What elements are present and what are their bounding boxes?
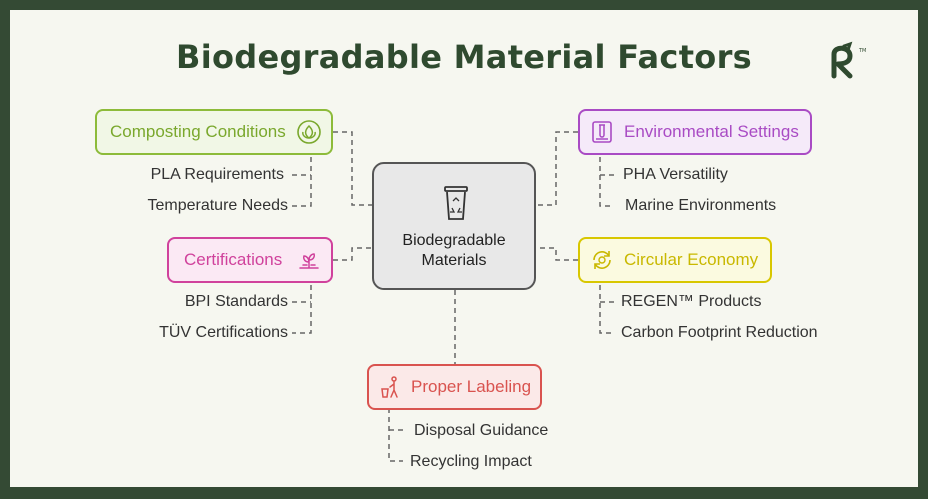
person-disposal-icon (381, 376, 398, 398)
link-environmental (536, 131, 578, 206)
link-composting (333, 131, 372, 206)
node-certifications: Certifications (167, 237, 333, 283)
cycle-arrows-icon (593, 251, 611, 269)
node-composting-conditions: Composting Conditions (95, 109, 333, 155)
node-proper-labeling: Proper Labeling (367, 364, 542, 410)
item-tuv-certifications: TÜV Certifications (159, 324, 288, 341)
link-circular-items (599, 276, 614, 334)
link-labeling-items (388, 408, 403, 462)
item-recycling-impact: Recycling Impact (410, 453, 532, 470)
recycle-bin-icon (444, 186, 468, 220)
test-tube-icon (592, 121, 612, 143)
node-composting-label: Composting Conditions (110, 122, 286, 141)
node-environmental-label: Environmental Settings (624, 122, 799, 141)
center-node: Biodegradable Materials (372, 162, 536, 290)
center-label-line1: Biodegradable (402, 232, 506, 249)
item-pha-versatility: PHA Versatility (623, 166, 728, 183)
page-title: Biodegradable Material Factors (176, 38, 752, 76)
svg-text:TM: TM (858, 48, 866, 54)
item-bpi-standards: BPI Standards (184, 293, 288, 310)
item-disposal-guidance: Disposal Guidance (414, 422, 549, 439)
link-circular (536, 247, 578, 261)
node-circular-economy: Circular Economy (578, 237, 772, 283)
node-environmental-settings: Environmental Settings (578, 109, 812, 155)
plant-sprout-icon (299, 253, 319, 269)
center-label-line2: Materials (421, 252, 487, 269)
brand-logo-icon: TM (831, 41, 866, 79)
item-temperature-needs: Temperature Needs (147, 197, 288, 214)
link-certifications-items (292, 276, 312, 334)
node-certifications-label: Certifications (184, 250, 283, 269)
item-regen-products: REGEN™ Products (621, 293, 762, 310)
leaf-icon (297, 120, 321, 144)
item-pla-requirements: PLA Requirements (150, 166, 284, 183)
node-circular-label: Circular Economy (624, 250, 759, 269)
link-composting-items (292, 148, 312, 207)
item-marine-environments: Marine Environments (625, 197, 777, 214)
node-labeling-label: Proper Labeling (411, 377, 532, 396)
link-certifications (333, 247, 372, 261)
link-environmental-items (599, 148, 614, 207)
item-carbon-footprint-reduction: Carbon Footprint Reduction (621, 324, 818, 341)
